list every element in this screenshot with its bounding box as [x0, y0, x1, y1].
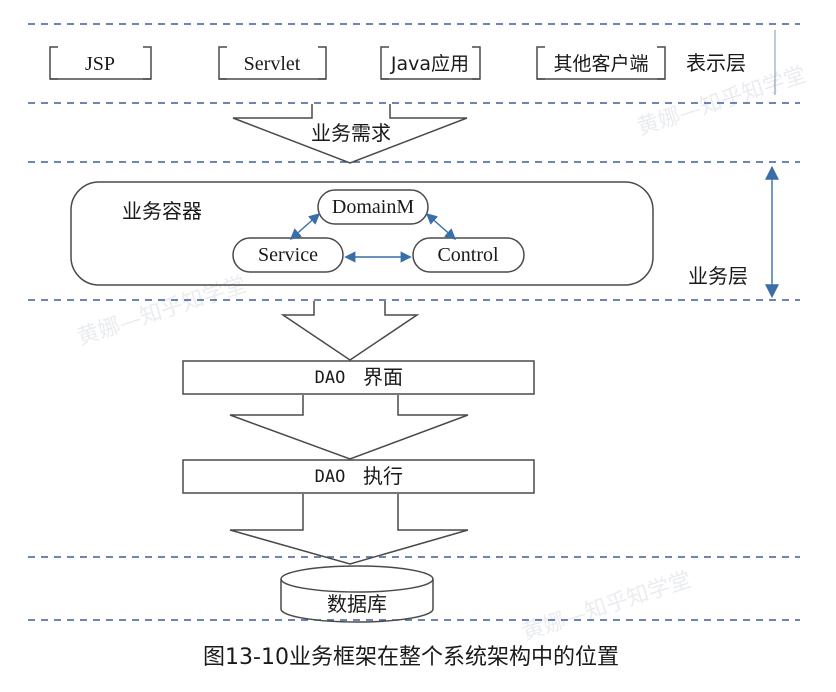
arrow-to-dao-interface [280, 301, 420, 361]
arrow-to-database [229, 494, 469, 565]
arrow-to-dao-execute [229, 395, 469, 460]
dao-execute-prefix: DAO [315, 467, 346, 487]
database-label: 数据库 [327, 592, 387, 616]
box-jsp: JSP [49, 46, 152, 80]
dao-execute-suffix: 执行 [363, 464, 403, 488]
figure-caption: 图13-10业务框架在整个系统架构中的位置 [203, 645, 619, 670]
box-other-clients: 其他客户端 [536, 46, 666, 80]
node-service-label: Service [258, 244, 318, 266]
business-layer-label: 业务层 [688, 264, 748, 288]
box-servlet: Servlet [218, 46, 327, 80]
box-servlet-label: Servlet [244, 53, 301, 75]
database-cylinder [280, 565, 434, 623]
box-java-app-label: Java应用 [390, 53, 469, 75]
dao-interface-bar [182, 360, 535, 395]
node-control [412, 237, 525, 273]
business-container-label: 业务容器 [122, 199, 202, 223]
box-jsp-label: JSP [85, 53, 115, 75]
node-control-label: Control [437, 244, 499, 266]
connector-domain-service [289, 213, 321, 240]
business-request-arrow [232, 104, 468, 164]
node-domainm [317, 189, 429, 225]
dao-execute-bar [182, 459, 535, 494]
dao-interface-suffix: 界面 [363, 365, 403, 389]
connector-domain-control [425, 213, 457, 240]
node-service [232, 237, 344, 273]
node-domainm-label: DomainM [332, 196, 414, 218]
presentation-layer-label: 表示层 [686, 51, 746, 75]
watermark-bottom: 黄娜—知乎知学堂 [519, 568, 694, 646]
box-other-clients-label: 其他客户端 [553, 53, 648, 75]
business-request-label: 业务需求 [311, 121, 391, 145]
dao-interface-prefix: DAO [315, 368, 346, 388]
box-java-app: Java应用 [380, 46, 481, 80]
business-container [70, 181, 654, 286]
